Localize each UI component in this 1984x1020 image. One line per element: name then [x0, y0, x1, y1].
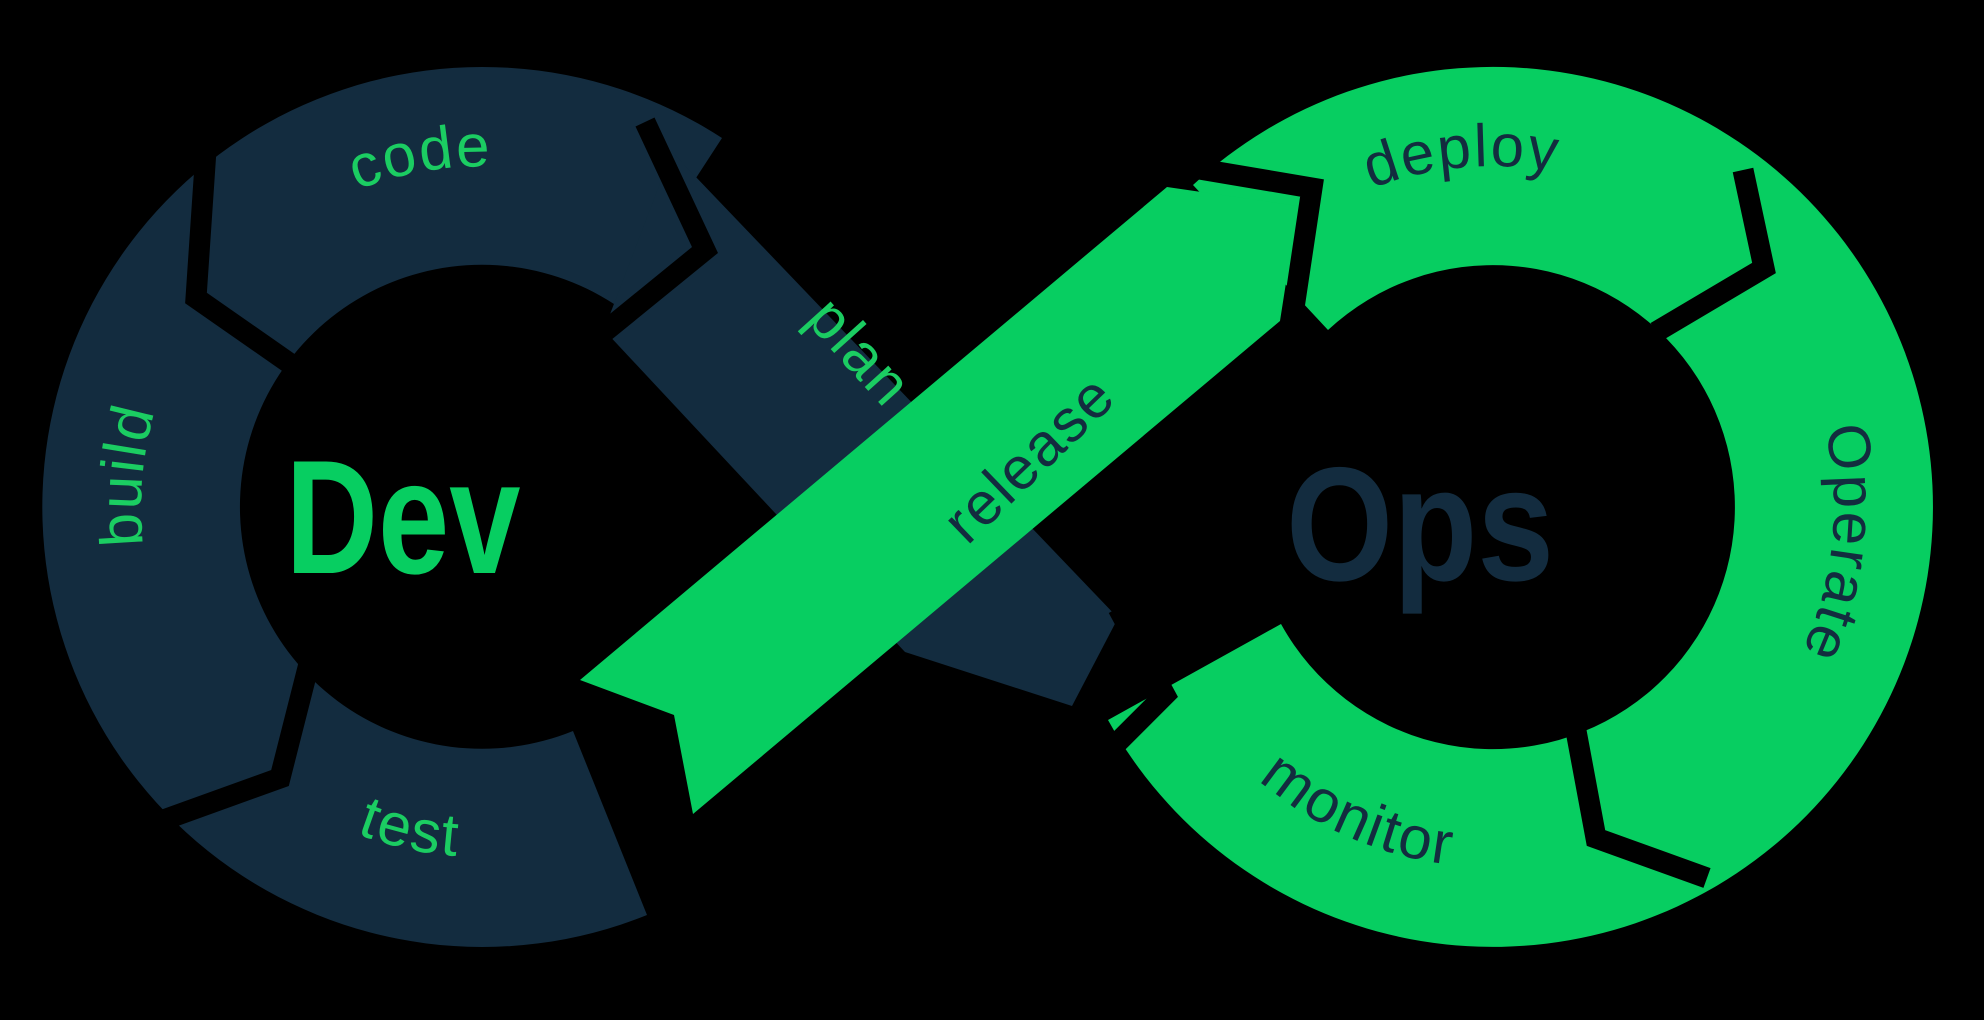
release-band — [580, 187, 1298, 814]
dev-title: Dev — [286, 427, 521, 608]
gap-release-deploy-chevron — [1156, 151, 1324, 350]
gap-build-code-chevron — [185, 149, 309, 381]
gap-plan-monitor-chevron — [1080, 603, 1178, 780]
gap-code-plan-chevron — [585, 117, 718, 351]
plan-band — [604, 152, 1118, 706]
dev-loop-ring — [42, 66, 722, 947]
gap-test-build-chevron — [154, 649, 323, 832]
segment-gap-chevrons — [154, 117, 1776, 888]
gap-operate-monitor-chevron — [1563, 718, 1711, 888]
gap-deploy-operate-chevron — [1650, 167, 1776, 342]
ops-title: Ops — [1286, 434, 1554, 615]
